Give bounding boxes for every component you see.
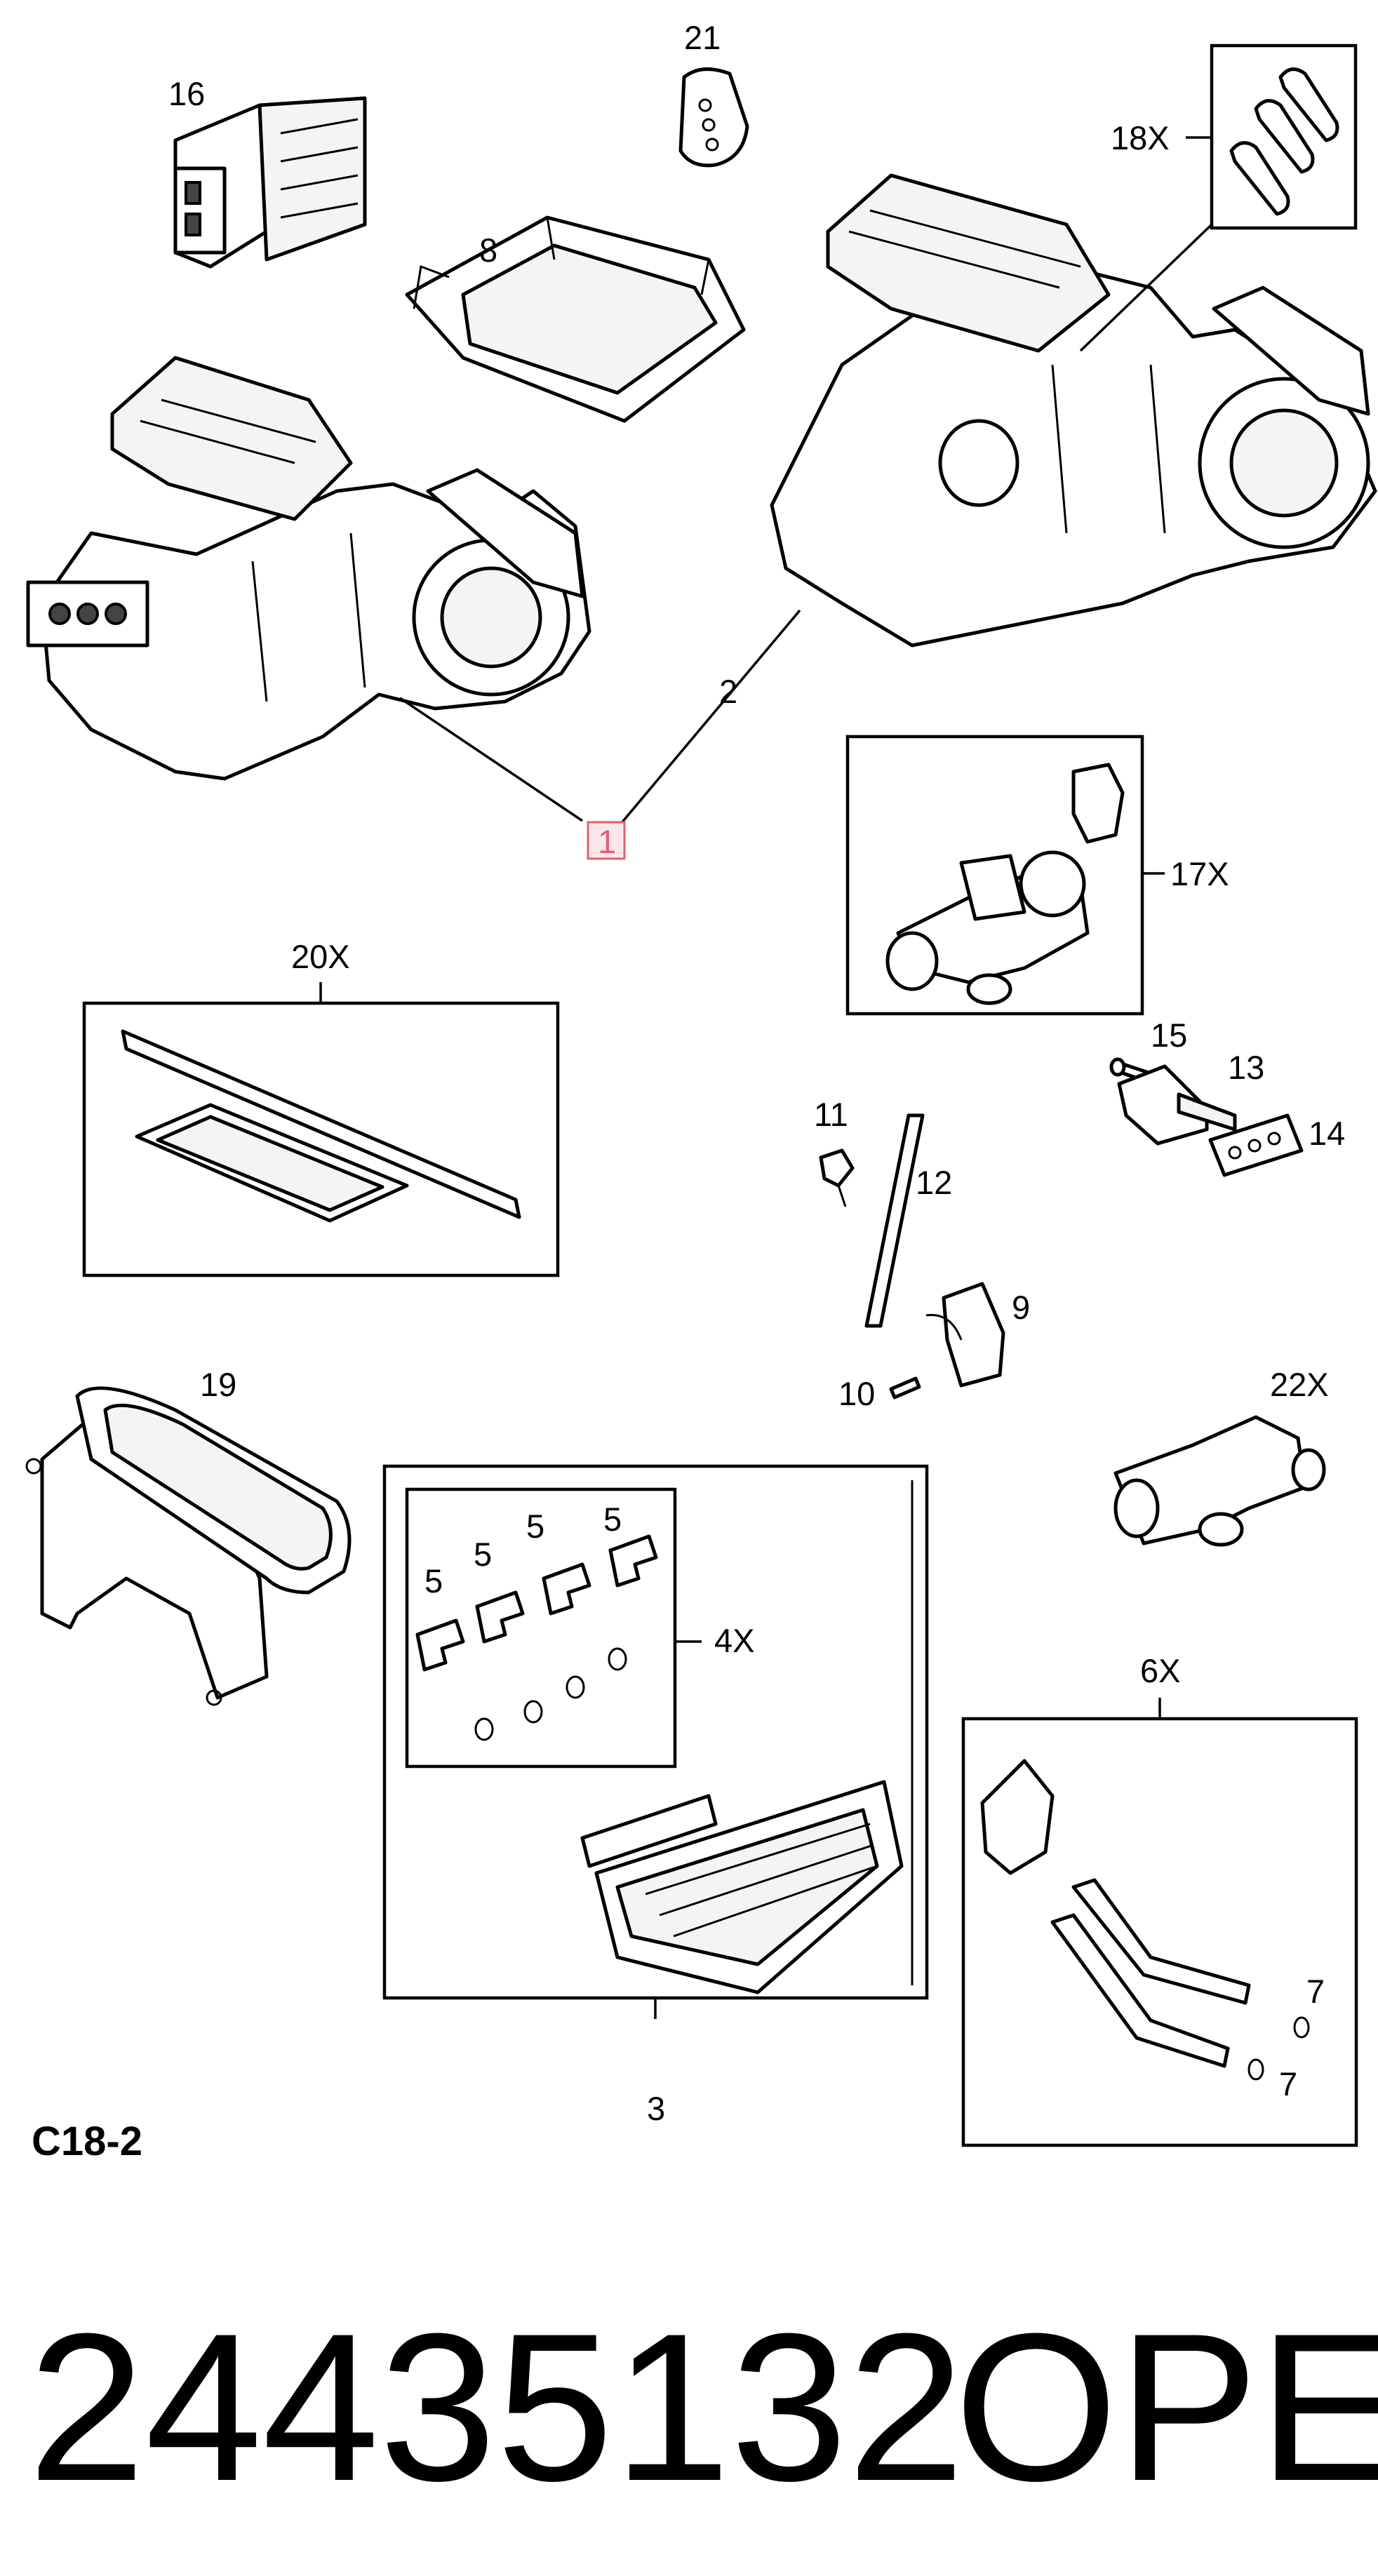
part-19-air-duct xyxy=(25,1386,352,1706)
diagram-code: C18-2 xyxy=(32,2119,142,2164)
part-17-heater-valve-kit xyxy=(845,734,1144,1016)
label-part-3[interactable]: 3 xyxy=(647,2090,665,2127)
label-part-7a[interactable]: 7 xyxy=(1306,1973,1325,2010)
label-part-14[interactable]: 14 xyxy=(1309,1115,1345,1152)
part-14-gasket-plate xyxy=(1208,1113,1304,1177)
label-part-5d[interactable]: 5 xyxy=(603,1501,622,1538)
label-part-17[interactable]: 17X xyxy=(1170,855,1229,892)
label-part-13[interactable]: 13 xyxy=(1228,1049,1264,1086)
part-13-bracket xyxy=(1117,1064,1237,1146)
label-part-5c[interactable]: 5 xyxy=(526,1508,544,1545)
label-part-19[interactable]: 19 xyxy=(200,1366,236,1403)
part-2-heater-housing-right xyxy=(770,173,1377,648)
part-1-heater-housing-left xyxy=(26,356,591,781)
part-3-heater-core xyxy=(580,1780,904,1994)
label-part-10[interactable]: 10 xyxy=(838,1375,875,1412)
leader-part-1 xyxy=(399,697,583,822)
part-4-clamp-kit xyxy=(405,1487,677,1769)
label-part-9[interactable]: 9 xyxy=(1012,1289,1030,1326)
part-22-valve-kit xyxy=(1113,1415,1326,1547)
label-part-22[interactable]: 22X xyxy=(1270,1366,1329,1403)
label-part-1[interactable]: 1 xyxy=(598,823,616,860)
part-1-highlight-box[interactable] xyxy=(587,821,626,860)
part-10-screw xyxy=(889,1376,921,1400)
label-part-5a[interactable]: 5 xyxy=(424,1562,443,1599)
part-20-seal-kit xyxy=(82,1001,560,1277)
label-part-16[interactable]: 16 xyxy=(168,75,205,112)
leader-part-18 xyxy=(1079,136,1213,352)
part-21-grommet xyxy=(678,67,749,168)
part-11-clip xyxy=(819,1148,855,1207)
part-6-pipe-kit xyxy=(961,1717,1358,2147)
label-part-6[interactable]: 6X xyxy=(1140,1652,1181,1689)
label-part-5b[interactable]: 5 xyxy=(474,1536,492,1573)
label-part-12[interactable]: 12 xyxy=(916,1164,952,1201)
label-part-15[interactable]: 15 xyxy=(1151,1017,1187,1054)
part-8-cover-tray xyxy=(405,215,746,423)
brand-name: OPEL xyxy=(954,2289,1378,2525)
part-16-blower-resistor xyxy=(173,96,367,269)
part-9-lever-bracket xyxy=(925,1282,1005,1388)
label-part-11[interactable]: 11 xyxy=(814,1096,848,1133)
label-part-18[interactable]: 18X xyxy=(1111,119,1170,156)
label-part-2[interactable]: 2 xyxy=(719,673,737,710)
label-part-4[interactable]: 4X xyxy=(714,1622,755,1659)
label-part-8[interactable]: 8 xyxy=(479,232,497,269)
label-part-21[interactable]: 21 xyxy=(684,19,721,56)
part-18-gaskets xyxy=(1210,43,1358,230)
part-12-control-rod xyxy=(864,1113,925,1328)
leader-part-2 xyxy=(616,609,801,829)
label-part-20[interactable]: 20X xyxy=(291,938,350,975)
label-part-7b[interactable]: 7 xyxy=(1279,2065,1297,2102)
part-number: 24435132 xyxy=(28,2289,965,2525)
